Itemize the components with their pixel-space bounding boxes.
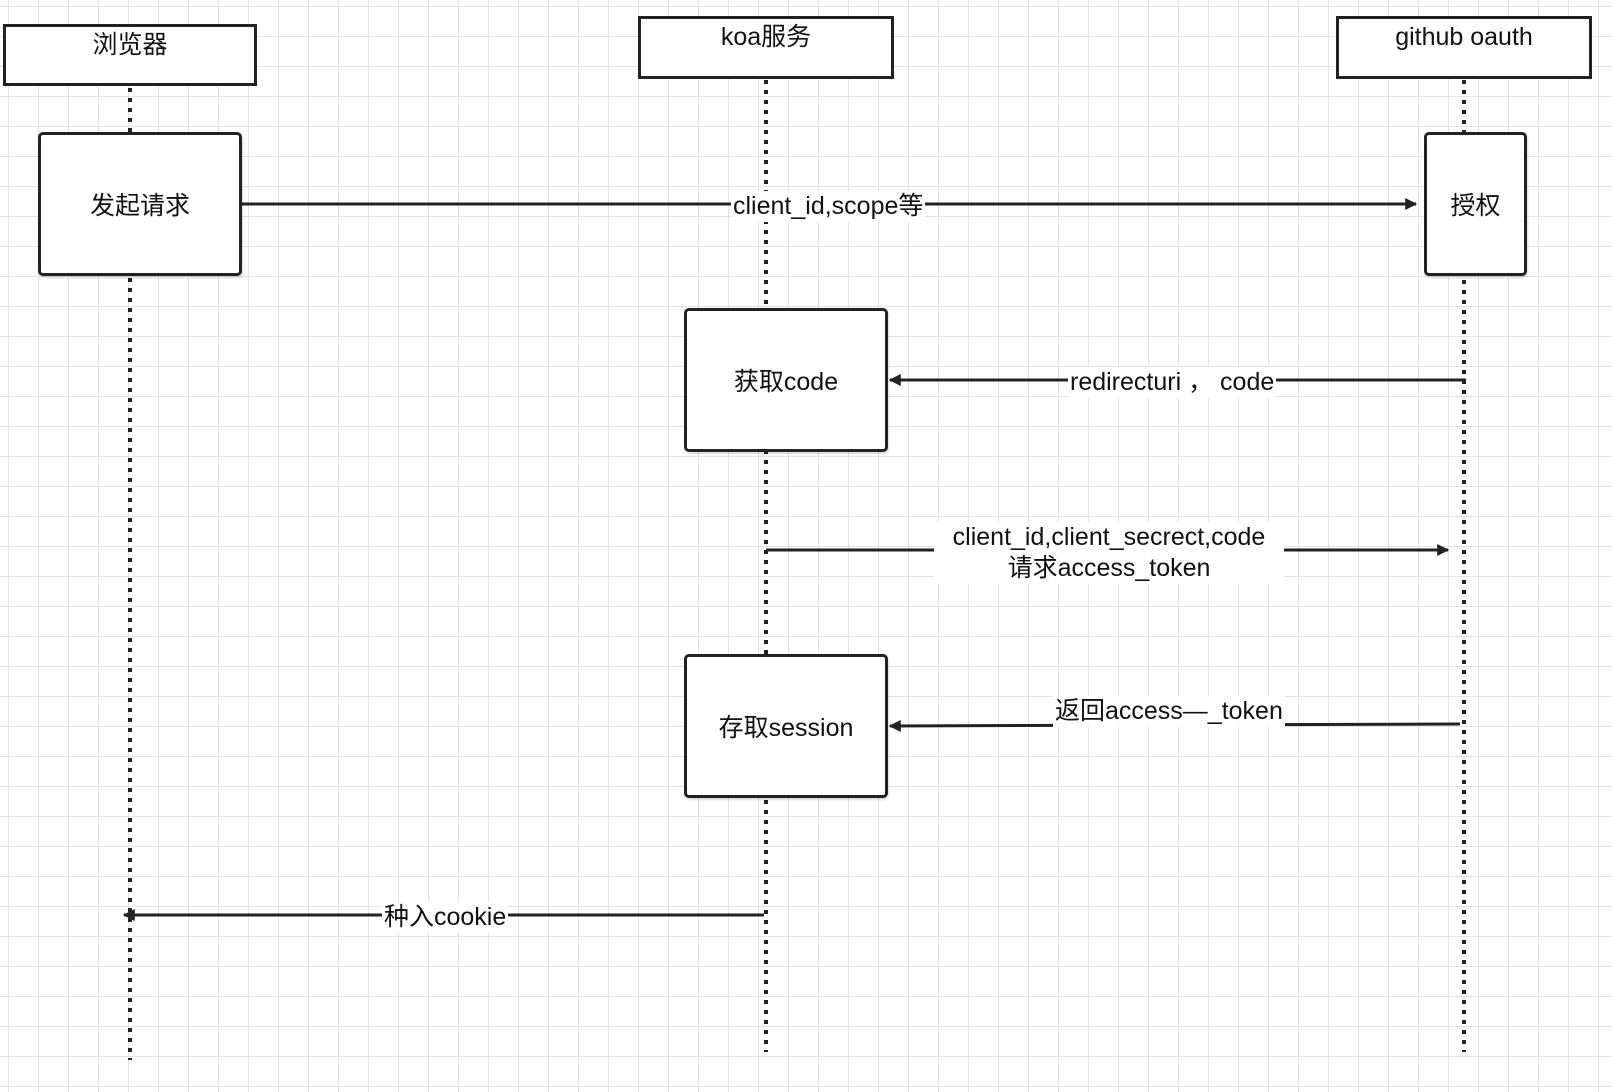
participant-koa-label: koa服务 [720, 23, 812, 51]
activation-authorize: 授权 [1424, 132, 1527, 276]
message-label-return-token: 返回access—_token [1053, 696, 1285, 727]
message-label-client-id-scope: client_id,scope等 [731, 191, 926, 222]
message-label-set-cookie-text: 种入cookie [384, 903, 507, 931]
message-label-redirect-code-text: redirecturi ， code [1070, 368, 1275, 396]
message-label-set-cookie: 种入cookie [382, 902, 509, 933]
message-label-request-token: client_id,client_secrect,code 请求access_t… [934, 522, 1284, 584]
participant-github-label: github oauth [1395, 23, 1533, 51]
activation-get-code-label: 获取code [733, 368, 839, 396]
message-label-client-id-scope-text: client_id,scope等 [733, 192, 924, 220]
participant-browser-label: 浏览器 [92, 31, 168, 59]
participant-koa: koa服务 [638, 16, 894, 79]
activation-send-request: 发起请求 [38, 132, 242, 276]
message-label-request-token-line2: 请求access_token [1007, 554, 1211, 582]
message-label-redirect-code: redirecturi ， code [1068, 367, 1277, 398]
activation-store-session: 存取session [684, 654, 888, 798]
activation-get-code: 获取code [684, 308, 888, 452]
message-label-return-token-text: 返回access—_token [1055, 697, 1283, 725]
message-label-request-token-line1: client_id,client_secrect,code [952, 523, 1266, 551]
activation-authorize-label: 授权 [1450, 192, 1501, 220]
activation-send-request-label: 发起请求 [89, 192, 190, 220]
activation-store-session-label: 存取session [718, 714, 854, 742]
participant-github-oauth: github oauth [1336, 16, 1592, 79]
participant-browser: 浏览器 [3, 24, 257, 86]
